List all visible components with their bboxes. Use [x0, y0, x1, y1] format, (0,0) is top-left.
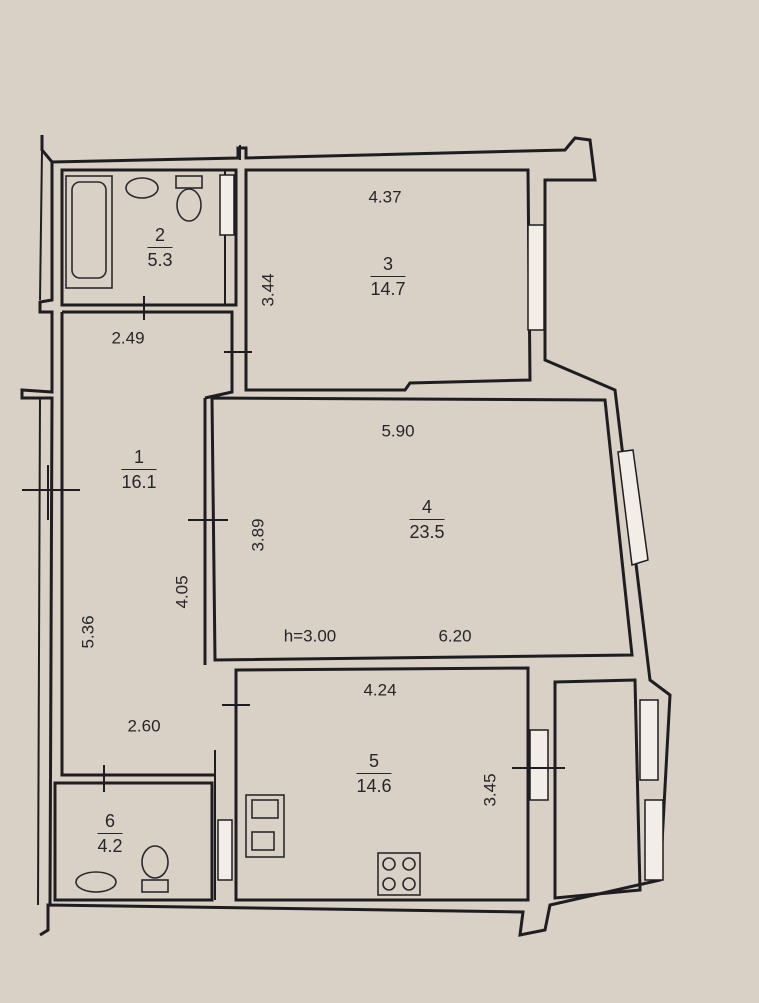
stove-icon [377, 852, 421, 896]
toilet-icon [175, 175, 203, 222]
door-balcony [529, 729, 549, 801]
room-area: 5.3 [147, 250, 173, 270]
room-number: 1 [121, 448, 157, 470]
dim-room1-bottom: 2.60 [127, 716, 161, 736]
dim-room1-right: 4.05 [172, 575, 192, 609]
room-number: 5 [356, 752, 392, 774]
dim-room4-top: 5.90 [381, 421, 415, 441]
room-area: 14.6 [356, 776, 392, 796]
dim-room3-depth: 3.44 [258, 273, 278, 307]
dim-room1-top: 2.49 [111, 328, 145, 348]
room-6-label: 6 4.2 [97, 812, 123, 856]
room-4-label: 4 23.5 [409, 498, 445, 542]
dim-room4-left: 3.89 [248, 518, 268, 552]
room-area: 23.5 [409, 522, 445, 542]
dim-room4-bottom: 6.20 [438, 626, 472, 646]
room-number: 3 [370, 255, 406, 277]
room-number: 2 [147, 226, 173, 248]
small-sink-icon [75, 871, 117, 893]
room-area: 14.7 [370, 279, 406, 299]
room-number: 6 [97, 812, 123, 834]
window-room-3 [527, 224, 545, 331]
dimension-ticks [22, 145, 565, 792]
door-room-6 [217, 819, 233, 881]
bathtub-icon [65, 175, 113, 289]
room-area: 16.1 [121, 472, 157, 492]
small-toilet-icon [141, 845, 169, 893]
dim-room5-right: 3.45 [480, 773, 500, 807]
window-balcony-lower [644, 799, 664, 881]
windows [217, 174, 664, 881]
room-number: 4 [409, 498, 445, 520]
room-area: 4.2 [97, 836, 123, 856]
window-room-4 [617, 449, 649, 566]
room-5-label: 5 14.6 [356, 752, 392, 796]
kitchen-sink-icon [245, 794, 285, 858]
dim-room1-left: 5.36 [78, 615, 98, 649]
ceiling-height: h=3.00 [283, 626, 337, 646]
dim-room3-width: 4.37 [368, 187, 402, 207]
room-3-label: 3 14.7 [370, 255, 406, 299]
door-room-2 [219, 174, 235, 236]
room-2-label: 2 5.3 [147, 226, 173, 270]
outer-walls [20, 135, 672, 937]
window-balcony-upper [639, 699, 659, 781]
sink-icon [125, 177, 159, 199]
interior-walls [53, 168, 642, 902]
room-1-label: 1 16.1 [121, 448, 157, 492]
dim-room5-top: 4.24 [363, 680, 397, 700]
